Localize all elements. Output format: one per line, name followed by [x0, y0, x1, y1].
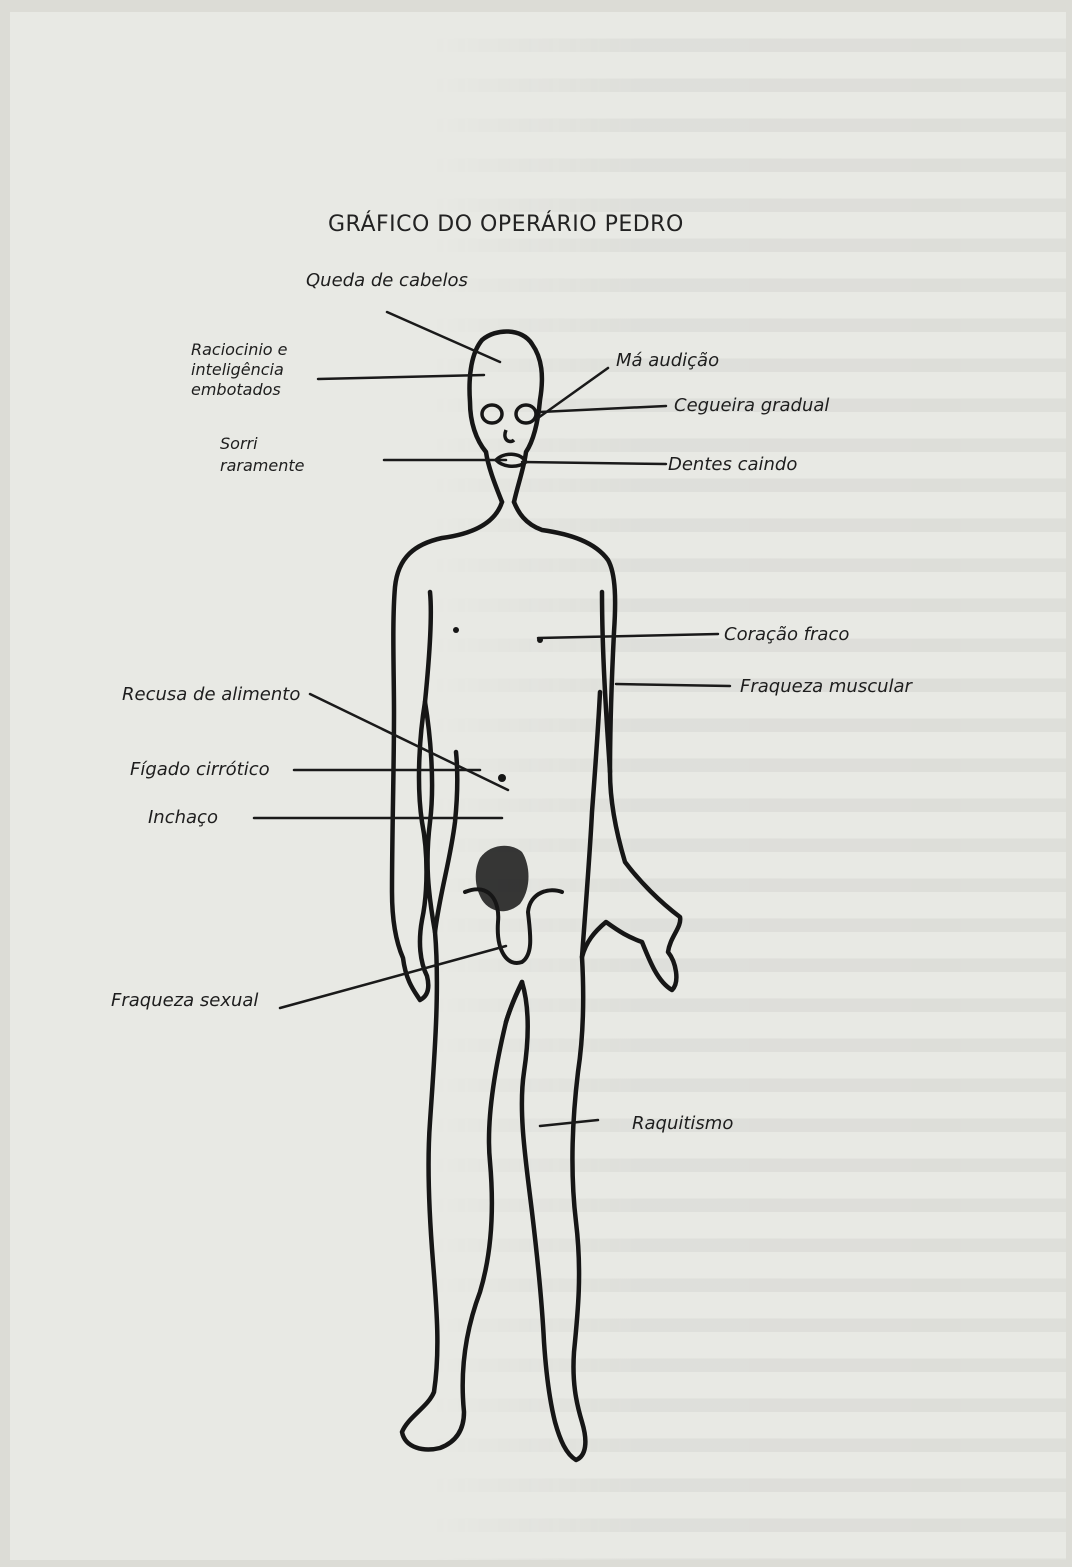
nipple [453, 627, 459, 633]
label-fraqueza-muscular: Fraqueza muscular [740, 676, 912, 698]
leader-dentes-caindo [522, 462, 666, 464]
right-eye [516, 405, 536, 423]
label-raquitismo: Raquitismo [632, 1113, 733, 1135]
label-cegueira-gradual: Cegueira gradual [674, 395, 829, 417]
right-torso-line [582, 692, 600, 957]
label-dentes-caindo: Dentes caindo [668, 454, 797, 476]
label-recusa-de-alimento: Recusa de alimento [122, 684, 300, 706]
leader-coracao-fraco [538, 634, 718, 638]
left-eye [482, 405, 502, 423]
book-page: GRÁFICO DO OPERÁRIO PEDRO Queda de cabel… [10, 12, 1066, 1560]
label-ma-audicao: Má audição [616, 350, 719, 372]
right-arm-line [602, 592, 610, 772]
label-queda-de-cabelos: Queda de cabelos [306, 270, 468, 292]
label-raciocinio: Raciocinio e inteligência embotados [191, 340, 288, 400]
leader-fraqueza-muscular [616, 684, 730, 686]
label-sorri-raramente: Sorri raramente [220, 433, 304, 477]
head-outline [470, 331, 542, 502]
human-body-outline-figure [10, 12, 1066, 1560]
label-figado-cirrotico: Fígado cirrótico [130, 759, 270, 781]
diagram-title: GRÁFICO DO OPERÁRIO PEDRO [328, 212, 684, 237]
leader-fraqueza-sexual [280, 946, 506, 1008]
label-inchaco: Inchaço [148, 807, 218, 829]
leader-raciocinio [318, 375, 484, 379]
left-arm-line [425, 592, 431, 702]
label-coracao-fraco: Coração fraco [724, 624, 849, 646]
pubic-hair [476, 846, 529, 911]
body-outline [392, 502, 680, 1460]
legs-split-line [506, 982, 522, 1022]
left-torso-line [435, 752, 457, 932]
navel [498, 774, 506, 782]
leader-recusa-de-alimento [310, 694, 508, 790]
nose [505, 430, 514, 442]
label-fraqueza-sexual: Fraqueza sexual [111, 990, 258, 1012]
leader-cegueira-gradual [540, 406, 666, 412]
leader-raquitismo [540, 1120, 598, 1126]
